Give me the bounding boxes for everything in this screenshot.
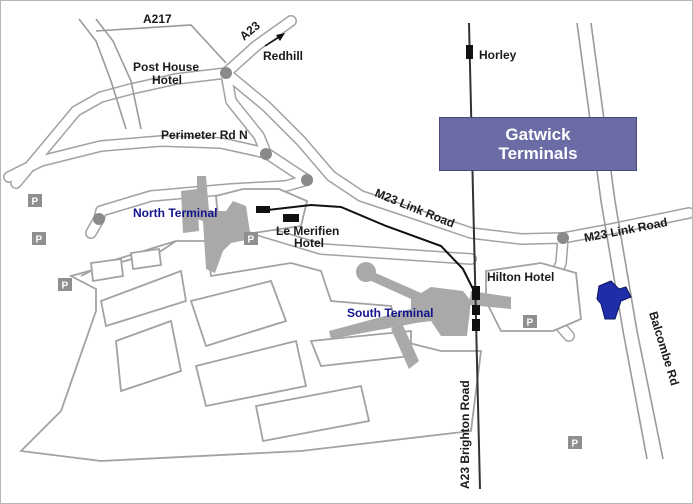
north-terminal-shuttle-stop (256, 206, 270, 213)
roundabout-perimeter (260, 148, 272, 160)
svg-text:P: P (62, 281, 69, 292)
a217-road (78, 18, 227, 130)
place-label-post-house-hotel: Hotel (152, 73, 182, 87)
south-terminal-building (329, 271, 471, 339)
road-label-redhill: Redhill (263, 49, 303, 63)
place-label-horley: Horley (479, 48, 517, 62)
roundabout-east (557, 232, 569, 244)
arrow-icon (264, 33, 285, 47)
place-label-post-house: Post House (133, 60, 199, 74)
parking-icon: P (244, 232, 258, 246)
place-label-le-merifien-hotel: Hotel (294, 236, 324, 250)
place-label-le-merifien: Le Merifien (276, 224, 339, 238)
svg-text:P: P (36, 235, 43, 246)
parking-icon: P (32, 232, 46, 246)
place-label-hilton: Hilton Hotel (487, 270, 554, 284)
roundabout-west (93, 213, 105, 225)
svg-text:P: P (527, 318, 534, 329)
shuttle-transit-line (258, 203, 476, 294)
parking-icon: P (28, 194, 42, 208)
hilton-hotel-building (596, 280, 632, 320)
roundabout-m23-link (301, 174, 313, 186)
road-label-a23-brighton: A23 Brighton Road (458, 380, 472, 489)
svg-text:P: P (572, 439, 579, 450)
north-terminal-building (197, 176, 251, 273)
railway-line (466, 22, 481, 490)
gatwick-station-marker-2 (472, 305, 480, 315)
svg-text:P: P (32, 197, 39, 208)
buildings (181, 176, 511, 369)
road-label-m23-link-east: M23 Link Road (583, 215, 669, 245)
parking-icon: P (568, 436, 582, 450)
road-label-balcombe: Balcombe Rd (646, 310, 682, 387)
balcombe-road (576, 22, 664, 460)
horley-station-marker (466, 45, 473, 59)
le-merifien-hotel-marker (283, 214, 299, 222)
parking-icon: P (58, 278, 72, 292)
roundabouts (93, 67, 569, 244)
road-label-perimeter: Perimeter Rd N (161, 128, 248, 142)
gatwick-station-marker-1 (472, 286, 480, 300)
place-label-north-terminal: North Terminal (133, 206, 217, 220)
roundabout-post-house (220, 67, 232, 79)
place-label-south-terminal: South Terminal (347, 306, 433, 320)
gatwick-station-marker-3 (472, 319, 480, 331)
map-title-box: Gatwick Terminals (439, 117, 637, 171)
road-label-a217: A217 (143, 12, 172, 26)
parking-icon: P (523, 315, 537, 329)
map-title: Gatwick Terminals (498, 125, 578, 163)
svg-text:P: P (248, 235, 255, 246)
